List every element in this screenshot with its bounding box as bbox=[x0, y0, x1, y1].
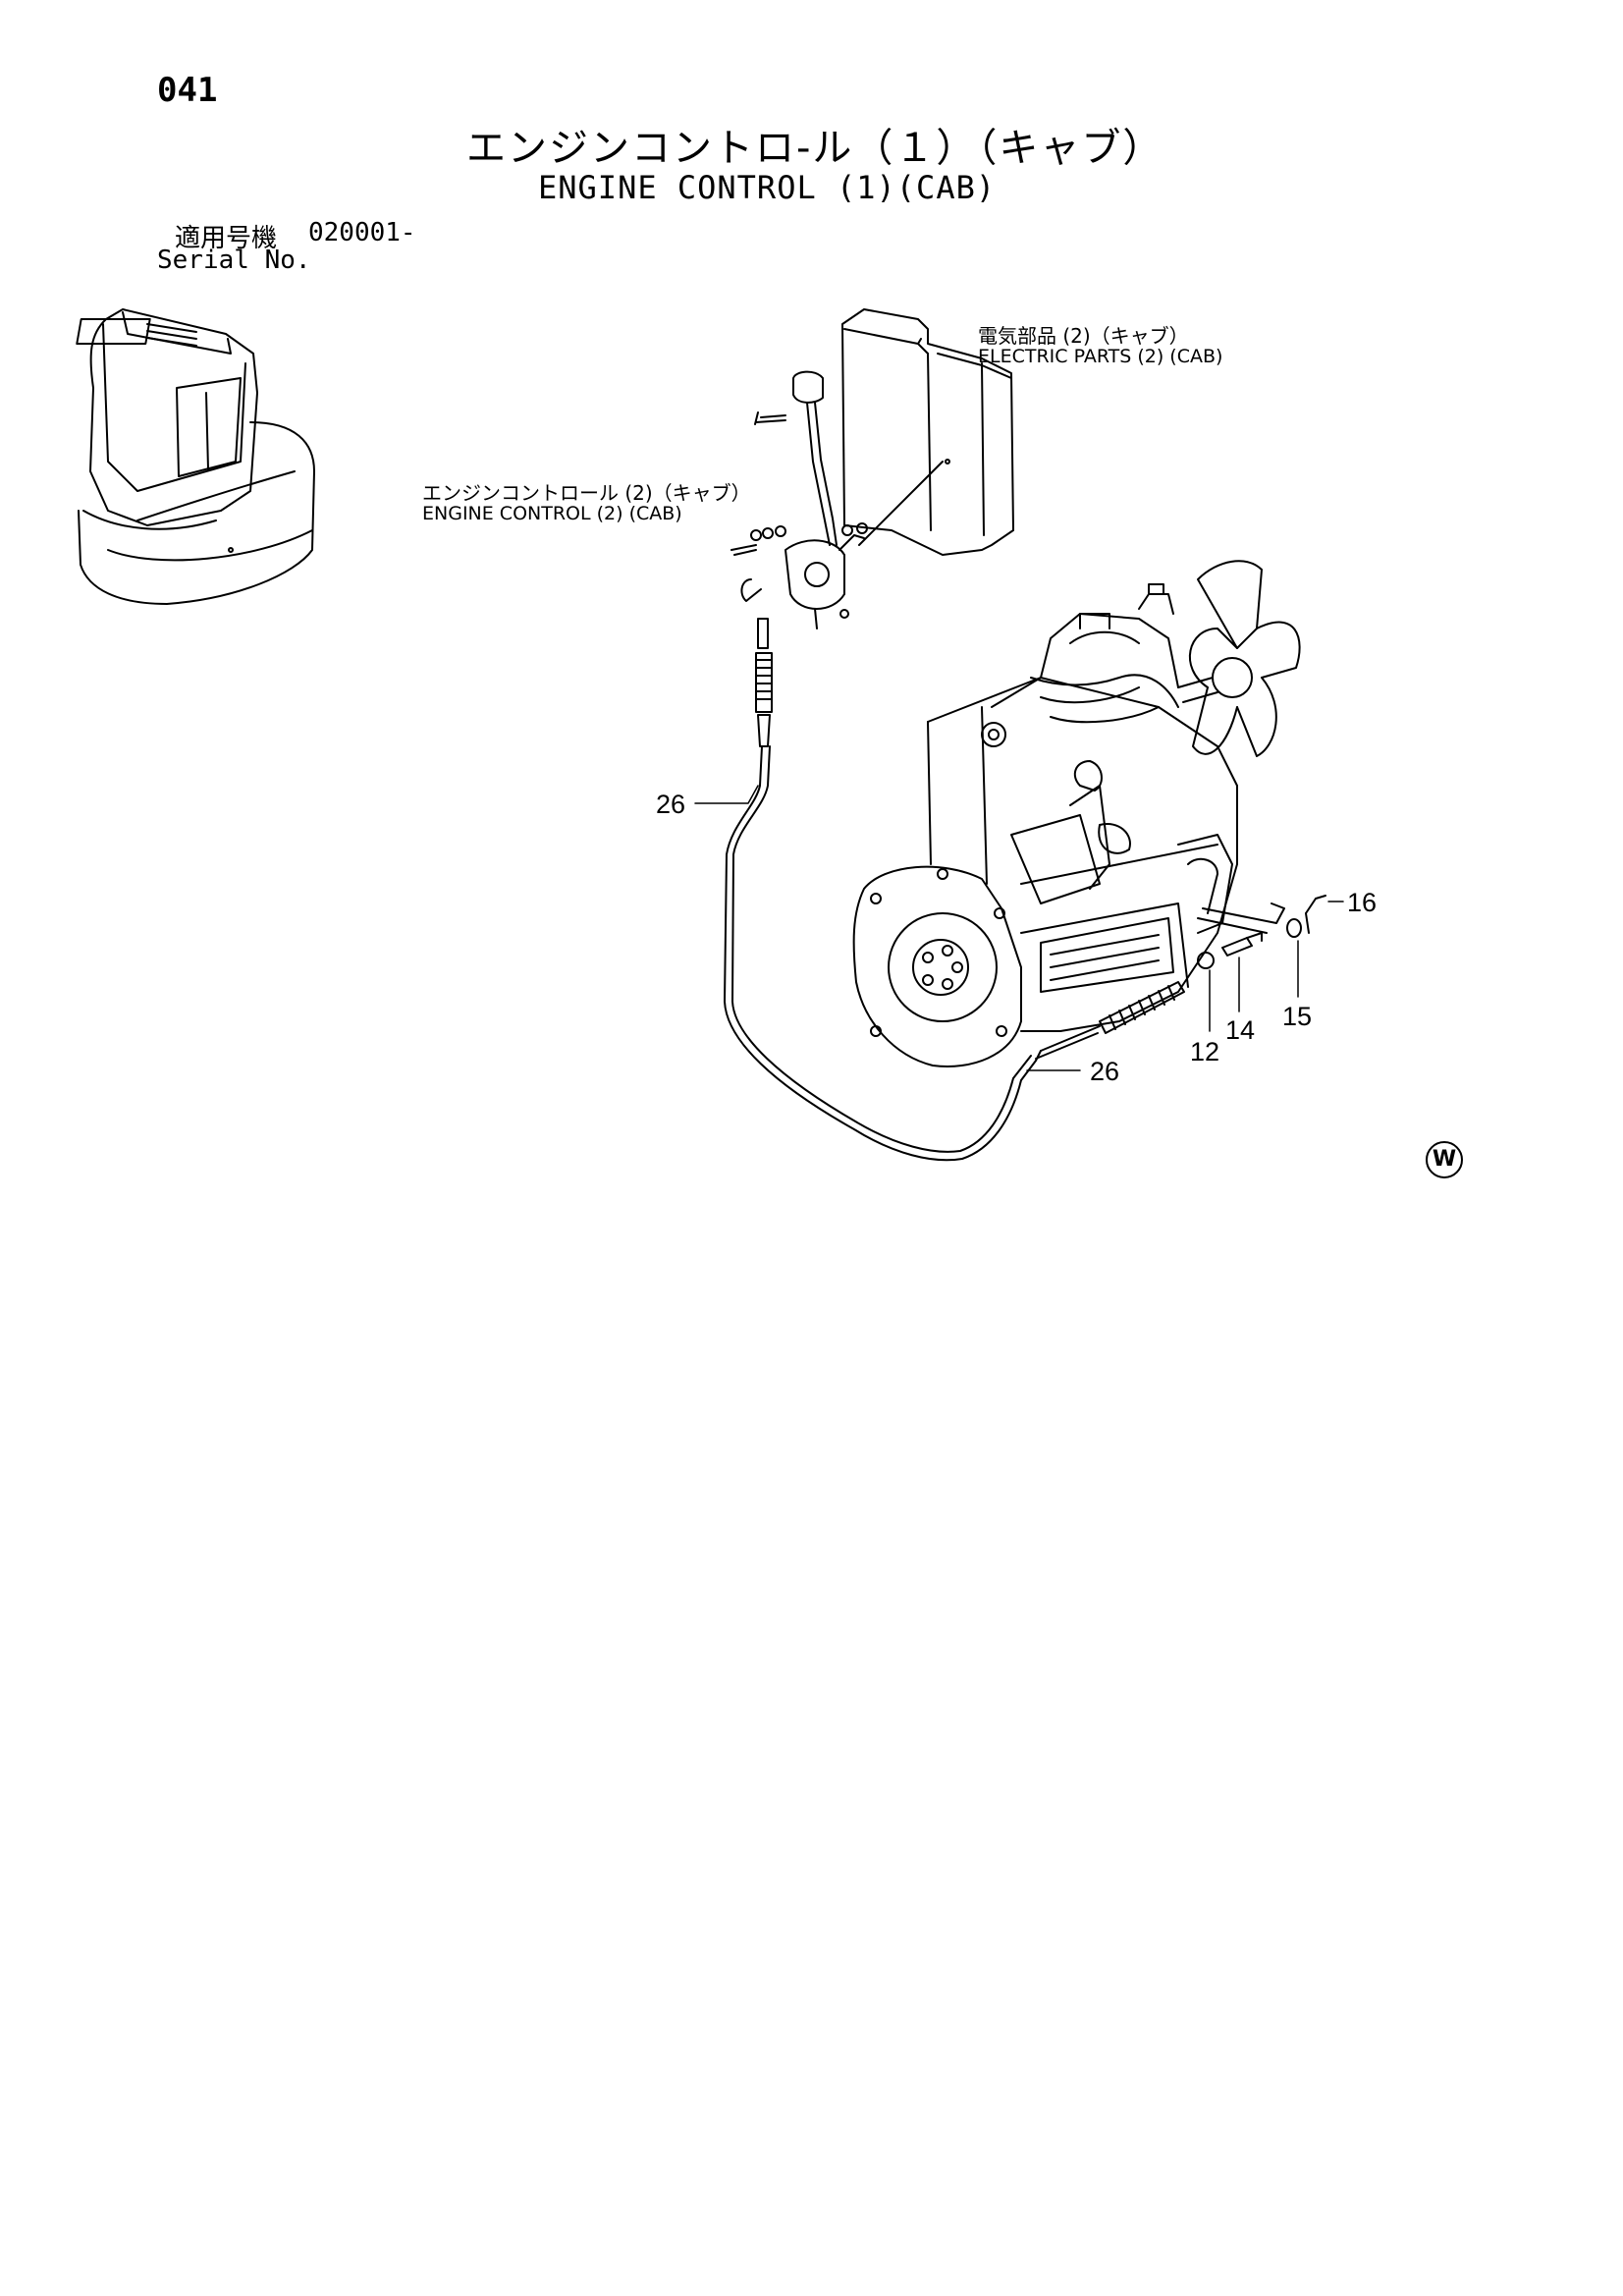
ref-engine-control-jp: エンジンコントロール (2)（キャブ） bbox=[422, 481, 751, 505]
machine-thumbnail bbox=[76, 308, 315, 605]
page-title-jp: エンジンコントロ-ル（１）（キャブ） bbox=[466, 126, 1164, 171]
callout-16: 16 bbox=[1347, 888, 1377, 917]
page-title-en: ENGINE CONTROL (1)(CAB) bbox=[538, 169, 997, 206]
w-mark-icon: W bbox=[1426, 1141, 1463, 1178]
engine bbox=[852, 560, 1301, 1067]
callout-26-lower: 26 bbox=[1090, 1057, 1119, 1086]
callout-12: 12 bbox=[1190, 1037, 1219, 1066]
serial-label-jp: 適用号機 bbox=[175, 224, 278, 253]
callout-26-upper: 26 bbox=[656, 790, 685, 819]
serial-label-en: Serial No. bbox=[157, 246, 311, 275]
ref-engine-control-en: ENGINE CONTROL (2) (CAB) bbox=[422, 503, 682, 524]
ref-electric-parts-jp: 電気部品 (2)（キャブ） bbox=[978, 324, 1189, 348]
callout-14: 14 bbox=[1225, 1015, 1255, 1045]
leader-lines bbox=[694, 785, 1344, 1071]
callout-15: 15 bbox=[1282, 1002, 1312, 1031]
serial-number: 020001- bbox=[308, 218, 416, 247]
throttle-cable bbox=[724, 618, 1042, 1162]
page-number: 041 bbox=[157, 71, 218, 110]
ref-electric-parts-en: ELECTRIC PARTS (2) (CAB) bbox=[978, 346, 1223, 367]
electric-parts-box bbox=[841, 308, 1014, 556]
control-lever bbox=[730, 370, 944, 629]
cable-lower-end bbox=[1035, 895, 1326, 1060]
